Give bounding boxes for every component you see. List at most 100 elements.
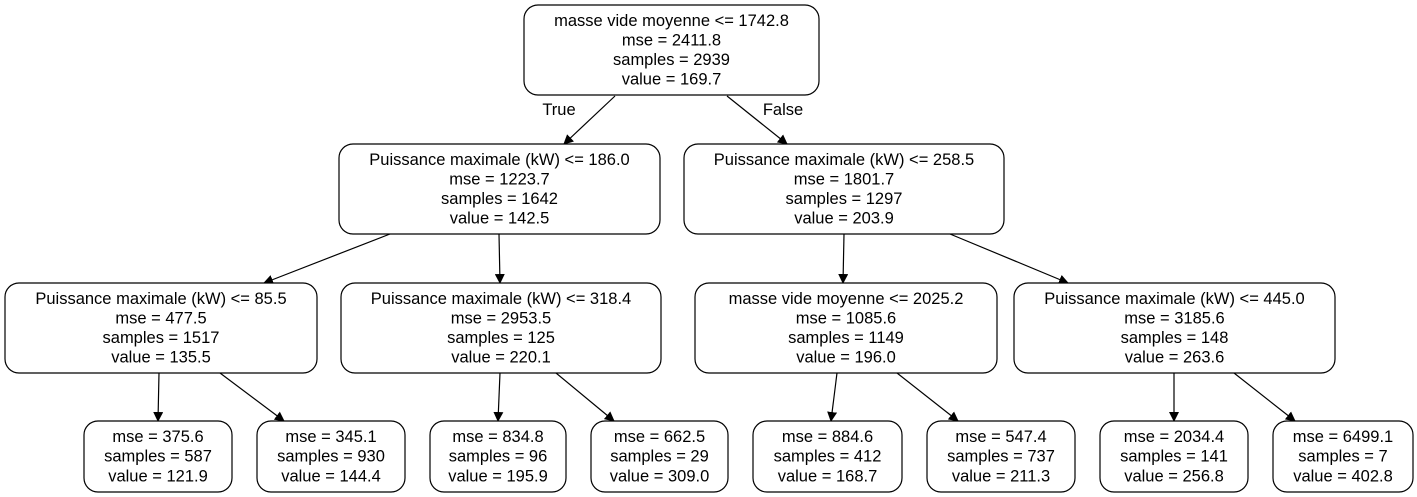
node-box [4,282,318,374]
node-text-line: mse = 2034.4 [1124,428,1224,446]
node-box [429,420,567,493]
node-box [926,420,1076,493]
node-text-line: mse = 345.1 [285,428,376,446]
node-text-line: value = 211.3 [952,467,1050,485]
node-text-line: value = 402.8 [1293,467,1393,485]
node-box [694,282,998,374]
node-text-line: samples = 125 [447,329,555,347]
node-text-line: masse vide moyenne <= 1742.8 [554,12,789,30]
node-text-line: samples = 29 [610,448,709,466]
node-box [1272,420,1414,493]
node-text-line: Puissance maximale (kW) <= 445.0 [1044,290,1304,308]
node-box [1013,282,1336,374]
node-box [523,4,820,96]
node-text-line: samples = 930 [277,448,385,466]
node-text-line: value = 220.1 [451,349,551,367]
node-text-line: Puissance maximale (kW) <= 318.4 [371,290,631,308]
node-text-line: value = 195.9 [448,467,548,485]
node-text-line: samples = 412 [774,448,882,466]
node-text-line: mse = 2953.5 [451,309,551,327]
node-box [752,420,903,493]
node-text-line: samples = 148 [1121,329,1229,347]
edge-n1-n3 [263,233,391,285]
node-text-line: samples = 1517 [103,329,220,347]
edge-n3-l1 [153,372,164,422]
node-text-line: Puissance maximale (kW) <= 258.5 [714,151,974,169]
node-box [256,420,406,493]
node-box [338,143,661,235]
node-text-line: mse = 1085.6 [796,309,896,327]
node-text-line: Puissance maximale (kW) <= 85.5 [35,290,286,308]
node-text-line: value = 256.8 [1124,467,1224,485]
node-text-line: value = 169.7 [622,71,722,89]
node-text-line: mse = 3185.6 [1124,309,1224,327]
node-text-line: value = 135.5 [111,349,211,367]
node-text-line: mse = 375.6 [112,428,203,446]
node-text-line: samples = 737 [947,448,1055,466]
node-text-line: samples = 1642 [441,190,558,208]
edge-n5-l5 [827,372,838,422]
edge-n0-n2 [726,95,788,145]
node-text-line: value = 142.5 [450,210,550,228]
edge-label-true: True [542,101,575,119]
edge-label-false: False [763,101,803,119]
node-text-line: value = 144.4 [281,467,381,485]
node-text-line: mse = 2411.8 [622,31,721,49]
node-text-line: value = 121.9 [108,467,208,485]
node-text-line: mse = 6499.1 [1293,428,1393,446]
node-text-line: value = 196.0 [796,349,896,367]
node-text-line: mse = 547.4 [955,428,1046,446]
node-text-line: mse = 834.8 [452,428,543,446]
node-text-line: mse = 884.6 [782,428,873,446]
edge-n2-n5 [838,233,849,284]
edge-n2-n6 [949,233,1069,285]
edge-n1-n4 [494,233,505,284]
node-box [590,420,729,493]
edge-n4-l4 [555,372,615,422]
edge-n4-l3 [493,372,504,422]
edge-n5-l6 [896,372,959,422]
node-text-line: samples = 587 [104,448,212,466]
edges-layer: True False [153,95,1296,422]
edge-n6-l8 [1233,372,1296,422]
node-text-line: Puissance maximale (kW) <= 186.0 [369,151,629,169]
node-text-line: samples = 141 [1120,448,1228,466]
edge-n3-l2 [219,372,285,422]
node-text-line: samples = 7 [1298,448,1387,466]
node-text-line: samples = 1297 [786,190,903,208]
node-text-line: mse = 662.5 [614,428,705,446]
node-box [1099,420,1249,493]
node-text-line: mse = 477.5 [115,309,206,327]
node-text-line: masse vide moyenne <= 2025.2 [729,290,964,308]
node-text-line: value = 263.6 [1125,349,1225,367]
node-text-line: mse = 1801.7 [794,170,894,188]
node-box [683,143,1005,235]
node-box [83,420,233,493]
edge-n0-n1 [563,95,616,145]
node-text-line: mse = 1223.7 [449,170,549,188]
node-text-line: value = 168.7 [778,467,878,485]
node-text-line: value = 309.0 [610,467,710,485]
node-box [340,282,662,374]
node-text-line: value = 203.9 [794,210,894,228]
node-text-line: samples = 96 [449,448,548,466]
node-text-line: samples = 2939 [613,51,730,69]
node-text-line: samples = 1149 [788,329,904,347]
